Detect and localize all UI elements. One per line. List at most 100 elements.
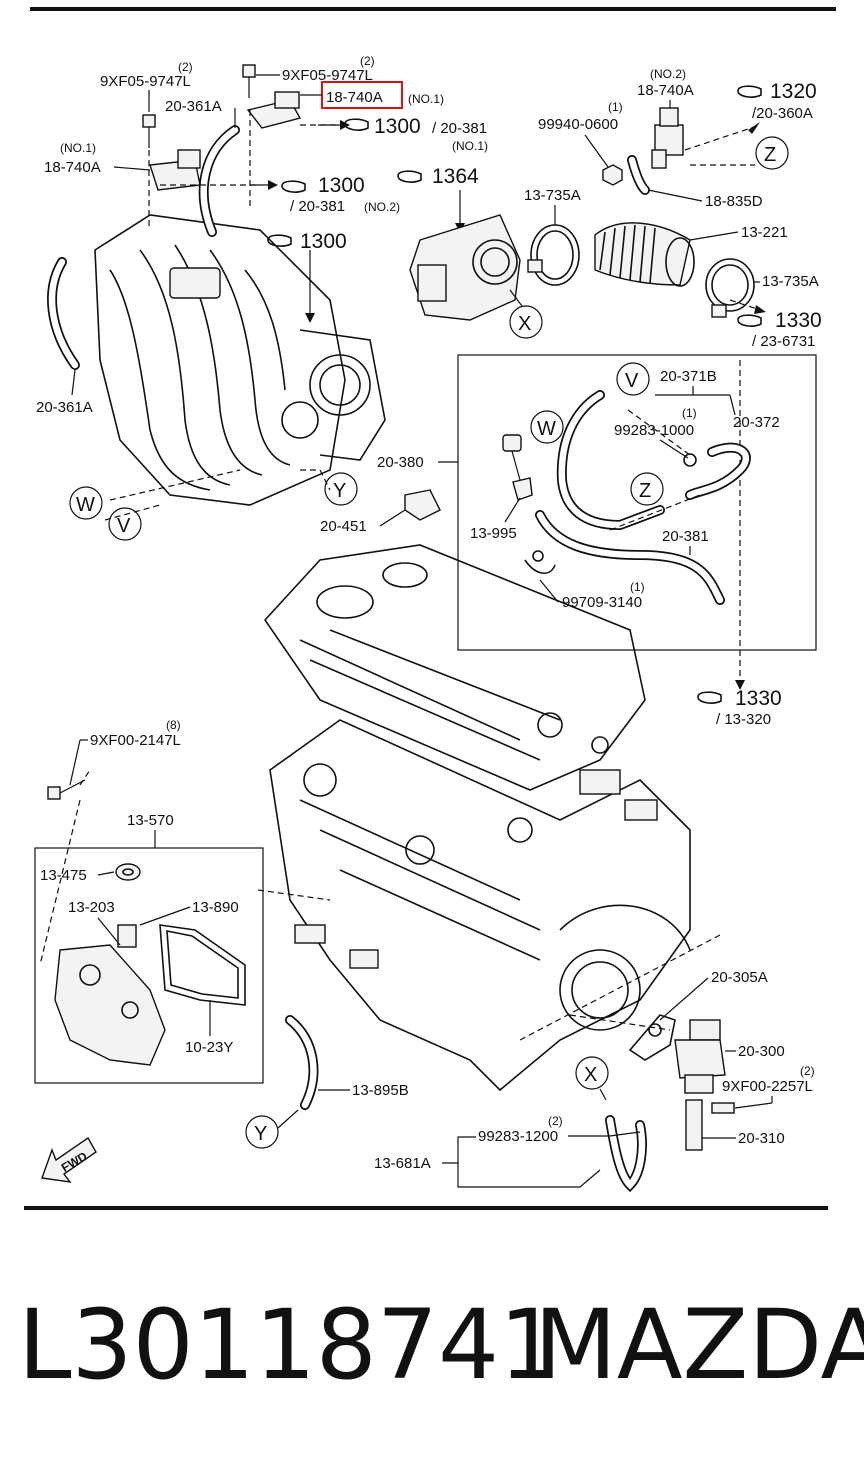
svg-text:V: V — [117, 515, 131, 537]
marker-y-top: Y — [324, 472, 358, 506]
callout-code: 13-221 — [741, 224, 788, 241]
svg-text:Z: Z — [639, 480, 651, 502]
reference-hand-icon — [344, 118, 369, 131]
reference-hand-icon — [737, 85, 762, 98]
callout-code: 99283-1200 — [478, 1128, 558, 1145]
callout-ref: 1300 — [318, 174, 365, 197]
callout-code: 18-740A — [637, 82, 694, 99]
svg-text:X: X — [584, 1064, 597, 1086]
throttle-body — [409, 214, 521, 321]
reference-hand-icon — [737, 314, 762, 327]
callout-code: 13-895B — [352, 1082, 409, 1099]
cylinder-head — [263, 544, 646, 791]
part-number: L30118741 — [18, 1289, 561, 1401]
bolt-icon — [47, 779, 86, 800]
callout-qty: (1) — [682, 406, 697, 420]
callout-note: (NO.1) — [452, 139, 488, 153]
svg-text:X: X — [518, 313, 531, 335]
callout-code: 10-23Y — [185, 1039, 233, 1056]
callout-code: 20-381 — [662, 528, 709, 545]
solenoid-valve-no1-top — [246, 91, 302, 129]
callout-note: (NO.1) — [60, 141, 96, 155]
svg-text:Z: Z — [764, 144, 776, 166]
pcv-valve — [502, 434, 533, 501]
gasket — [159, 924, 246, 1006]
marker-w-box: W — [530, 410, 564, 444]
svg-text:V: V — [625, 370, 639, 392]
egr-gasket — [628, 1014, 676, 1061]
callout-code: 99283-1000 — [614, 422, 694, 439]
callout-code: 9XF00-2257L — [722, 1078, 813, 1095]
air-duct — [594, 222, 695, 287]
clip-icon — [683, 453, 697, 467]
marker-v-box: V — [616, 362, 650, 396]
callout-code-highlighted: 18-740A — [326, 89, 383, 106]
solenoid-valve-no1-left — [149, 149, 201, 191]
pcv-assembly-box — [457, 354, 817, 651]
reference-hand-icon — [281, 180, 306, 193]
footer: L30118741 MAZDA — [0, 1285, 864, 1405]
callout-code: 20-361A — [36, 399, 93, 416]
callout-note: (NO.2) — [364, 200, 400, 214]
hose-clamp-2 — [705, 258, 755, 318]
callout-code: 20-361A — [165, 98, 222, 115]
callout-ref: 1300 — [300, 230, 347, 253]
callout-qty: (2) — [360, 54, 375, 68]
callout-code: 13-735A — [524, 187, 581, 204]
callout-code: 20-372 — [733, 414, 780, 431]
callout-code: 18-835D — [705, 193, 763, 210]
callout-code: 9XF05-9747L — [282, 67, 373, 84]
callout-code: 18-740A — [44, 159, 101, 176]
callout-code: 20-380 — [377, 454, 424, 471]
marker-v-left: V — [108, 507, 142, 541]
callout-code: 13-681A — [374, 1155, 431, 1172]
reference-hand-icon — [697, 691, 722, 704]
solenoid-valve-no2 — [651, 107, 684, 169]
svg-text:W: W — [76, 494, 95, 516]
callout-qty: (8) — [166, 718, 181, 732]
bolt-icon — [142, 64, 256, 148]
callout-note: (NO.1) — [408, 92, 444, 106]
callout-qty: (2) — [548, 1114, 563, 1128]
intake-manifold — [94, 214, 386, 506]
callout-code: 13-475 — [40, 867, 87, 884]
callout-qty: (2) — [800, 1064, 815, 1078]
fwd-arrow-icon: FWD — [41, 1136, 97, 1183]
callout-note: (NO.2) — [650, 67, 686, 81]
engine-block — [269, 719, 691, 1092]
svg-text:Y: Y — [333, 480, 346, 502]
callout-code: 13-203 — [68, 899, 115, 916]
reference-hand-icon — [267, 234, 292, 247]
egr-valve — [674, 1019, 726, 1094]
svg-text:W: W — [537, 418, 556, 440]
egr-pipe — [685, 1099, 735, 1151]
marker-y-bottom: Y — [245, 1115, 279, 1149]
hose-clamp — [527, 224, 580, 286]
marker-x-bottom: X — [575, 1056, 609, 1090]
oil-separator-box — [34, 847, 264, 1084]
callout-code: 20-305A — [711, 969, 768, 986]
callout-sub: / 13-320 — [716, 711, 771, 728]
hose-clip — [524, 550, 556, 574]
callout-code: 99709-3140 — [562, 594, 642, 611]
callout-ref: 1330 — [735, 687, 782, 710]
callout-code: 13-890 — [192, 899, 239, 916]
marker-w-left: W — [69, 486, 103, 520]
callout-qty: (1) — [630, 580, 645, 594]
callout-ref: 1320 — [770, 80, 817, 103]
callout-code: 13-735A — [762, 273, 819, 290]
callout-ref: 1330 — [775, 309, 822, 332]
marker-z-box: Z — [630, 472, 664, 506]
callout-code: 20-310 — [738, 1130, 785, 1147]
callout-ref: 1300 — [374, 115, 421, 138]
callout-qty: (1) — [608, 100, 623, 114]
svg-text:Y: Y — [254, 1123, 267, 1145]
nut-icon — [602, 164, 623, 186]
callout-sub: /20-360A — [752, 105, 813, 122]
callout-code: 20-300 — [738, 1043, 785, 1060]
washer-icon — [115, 863, 141, 881]
callout-code: 9XF00-2147L — [90, 732, 181, 749]
callout-code: 13-570 — [127, 812, 174, 829]
